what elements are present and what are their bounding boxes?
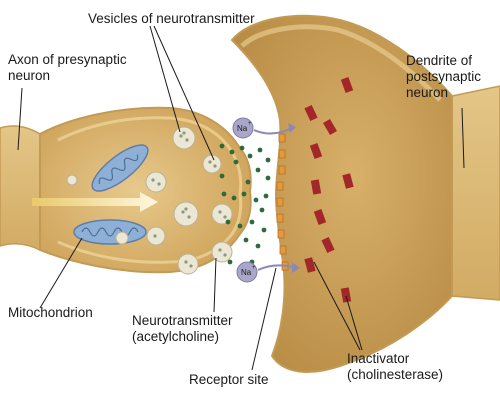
label-inactivator: Inactivator (cholinesterase) (347, 351, 443, 383)
label-mitochondrion: Mitochondrion (8, 305, 93, 321)
label-axon: Axon of presynaptic neuron (8, 52, 127, 84)
label-vesicles: Vesicles of neurotransmitter (88, 11, 255, 27)
label-receptor-site: Receptor site (189, 372, 269, 388)
ion-symbol: Na (241, 268, 252, 277)
label-dendrite: Dendrite of postsynaptic neuron (406, 53, 481, 101)
ion-charge: + (252, 265, 256, 271)
label-neurotransmitter: Neurotransmitter (acetylcholine) (132, 313, 233, 345)
ion-symbol: Na (237, 124, 248, 133)
mitochondrion-lower (74, 220, 146, 244)
ion-charge: + (248, 121, 252, 127)
